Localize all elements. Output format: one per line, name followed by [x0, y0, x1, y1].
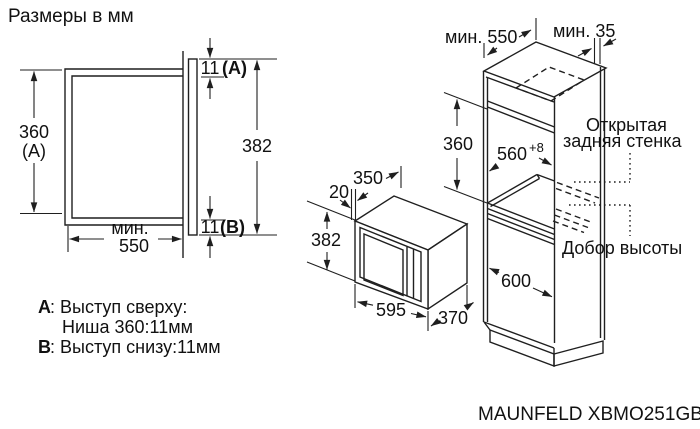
plinth-connectors — [483, 321, 555, 354]
note-b-key: B — [38, 337, 51, 357]
page-title: Размеры в мм — [8, 6, 134, 27]
top-overhang-key: (A) — [222, 58, 247, 78]
frame-depth-value: 20 — [329, 182, 349, 202]
microwave-front-frame-bar — [187, 58, 198, 236]
microwave-width-arrow-left — [357, 300, 374, 308]
note-a-key: A — [38, 297, 51, 317]
cabinet-niche-height-value: 360 — [443, 134, 473, 154]
overall-height-value: 382 — [242, 136, 272, 156]
back-gap-ticks — [593, 38, 601, 64]
height-filler-label: Добор высоты — [562, 238, 682, 258]
niche-section-view: 360 (A) 382 11 (A) 11 (B) мин. 550 — [19, 38, 277, 258]
microwave-width-arrow-right — [410, 311, 427, 318]
open-back-label-line1: Открытая — [586, 115, 667, 135]
top-overhang-value: 11 — [201, 58, 220, 78]
microwave-height-extension-lines — [306, 200, 356, 282]
base-depth-arrow-right — [532, 287, 553, 298]
microwave-front-face — [354, 219, 429, 311]
model-name: MAUNFELD XBMO251GB — [478, 404, 700, 425]
niche-floor-hidden-edges — [555, 181, 600, 204]
niche-height-key: (A) — [22, 141, 46, 161]
microwave-height-value: 382 — [311, 230, 341, 250]
body-depth-arrow-right — [385, 171, 399, 180]
cabinet-niche-height-extensions — [443, 91, 488, 204]
back-gap-arrow-right — [603, 38, 617, 47]
cabinet-bottom-edge — [483, 321, 555, 349]
cabinet-isometric: мин. 550 мин. 35 360 560 +8 600 Открытая… — [443, 18, 682, 368]
microwave-door-window — [363, 232, 404, 297]
height-filler-front-edges — [487, 212, 555, 246]
cabinet-depth-arrow-left — [487, 46, 498, 56]
frame-depth-arrow — [339, 199, 351, 209]
niche-inner-wall — [71, 75, 183, 219]
body-depth-value: 350 — [353, 168, 383, 188]
back-gap-min-value: мин. 35 — [553, 21, 615, 41]
note-b-text: : Выступ снизу:11мм — [50, 337, 221, 357]
niche-outer-wall — [64, 68, 183, 226]
microwave-width-extension-lines — [354, 284, 429, 331]
bottom-overhang-key: (B) — [220, 217, 245, 237]
open-back-label-line2: задняя стенка — [563, 131, 682, 151]
plinth-right-face — [553, 340, 604, 367]
back-gap-arrow-left — [577, 48, 592, 57]
niche-width-min-label: мин. — [111, 218, 148, 238]
niche-width-arrow-left — [489, 162, 500, 172]
cabinet-niche-width-value: 560 — [497, 144, 527, 164]
cabinet-depth-arrow-right — [518, 29, 532, 38]
note-a-text: : Выступ сверху: — [50, 297, 187, 317]
height-filler-hidden-edges — [552, 208, 593, 234]
niche-floor-panel — [487, 173, 555, 236]
microwave-control-strip — [406, 247, 415, 299]
microwave-door-outline — [359, 226, 422, 303]
overall-height-extension-lines — [199, 58, 277, 236]
cabinet-back-edge — [599, 67, 606, 340]
bottom-overhang-value: 11 — [201, 217, 220, 237]
niche-ceiling-edges — [487, 100, 555, 134]
niche-width-arrow-right — [538, 157, 552, 166]
notes-block: A : Выступ сверху: Ниша 360:11мм B : Выс… — [38, 297, 221, 357]
niche-height-value: 360 — [19, 122, 49, 142]
microwave-depth-extension-lines — [350, 166, 402, 220]
cabinet-left-panel-edge — [482, 71, 489, 322]
microwave-total-depth-arrow-left — [430, 317, 441, 327]
niche-width-value: 550 — [119, 236, 149, 256]
cabinet-niche-width-tolerance: +8 — [529, 140, 544, 155]
base-depth-arrow-left — [489, 267, 500, 276]
cabinet-depth-min-value: мин. 550 — [445, 27, 517, 47]
body-depth-arrow-left — [357, 192, 369, 201]
microwave-isometric: 20 350 382 595 370 — [306, 166, 474, 331]
cabinet-depth-ticks — [483, 18, 537, 58]
niche-height-extension-lines — [20, 69, 62, 215]
microwave-total-depth-value: 370 — [438, 308, 468, 328]
microwave-total-depth-arrow-right — [463, 302, 474, 311]
base-depth-value: 600 — [501, 271, 531, 291]
note-a-detail: Ниша 360:11мм — [62, 317, 193, 337]
microwave-width-value: 595 — [376, 300, 406, 320]
